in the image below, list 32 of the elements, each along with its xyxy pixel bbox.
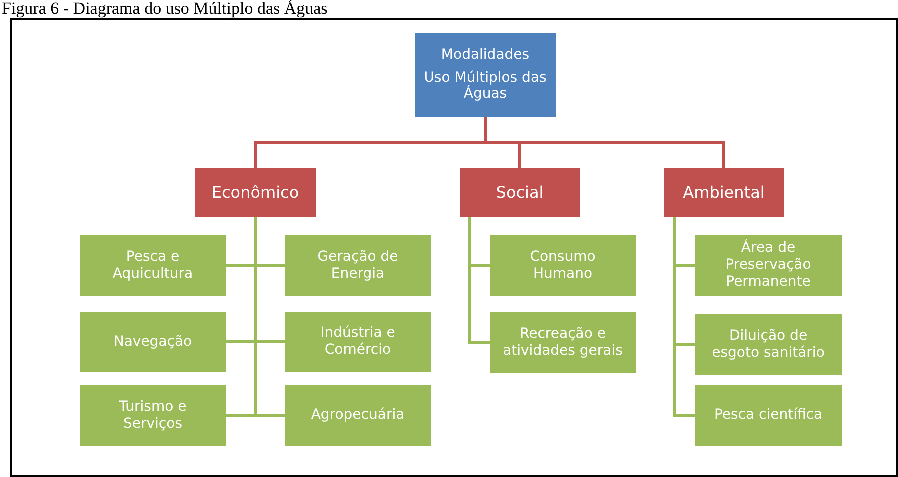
box-text: Recreação e atividades gerais xyxy=(502,326,624,360)
category-box xyxy=(195,168,316,217)
box-text: Geração de Energia xyxy=(316,248,400,282)
box-text: Pesca e Aquicultura xyxy=(112,248,194,282)
box-text: Ambiental xyxy=(683,182,765,202)
item-box xyxy=(80,235,226,296)
item-box xyxy=(490,235,636,296)
box-text: Área de Preservação Permanente xyxy=(724,240,812,291)
item-box xyxy=(695,235,842,296)
box-text: Navegação xyxy=(114,334,192,350)
category-box xyxy=(664,168,784,217)
box-text: Indústria e Comércio xyxy=(320,325,396,359)
item-box xyxy=(695,314,842,375)
box-text: Turismo e Serviços xyxy=(118,398,188,432)
item-box xyxy=(285,235,431,296)
category-box xyxy=(460,168,580,217)
box-text: Pesca científica xyxy=(714,407,823,424)
item-box xyxy=(285,385,431,446)
box-heading: Modalidades xyxy=(441,46,530,64)
item-box xyxy=(80,312,226,372)
box-text: Agropecuária xyxy=(311,407,405,424)
box-text: Econômico xyxy=(212,182,300,202)
item-box xyxy=(285,312,431,372)
box-text: Diluição de esgoto sanitário xyxy=(711,328,826,362)
item-box xyxy=(80,385,226,446)
item-box xyxy=(695,385,842,446)
item-box xyxy=(490,312,636,373)
box-text: Consumo Humano xyxy=(529,248,597,282)
box-text: Uso Múltiplos das Águas xyxy=(423,70,548,104)
connector-line xyxy=(484,117,726,168)
box-text: Social xyxy=(496,182,544,202)
root-box xyxy=(415,33,556,117)
